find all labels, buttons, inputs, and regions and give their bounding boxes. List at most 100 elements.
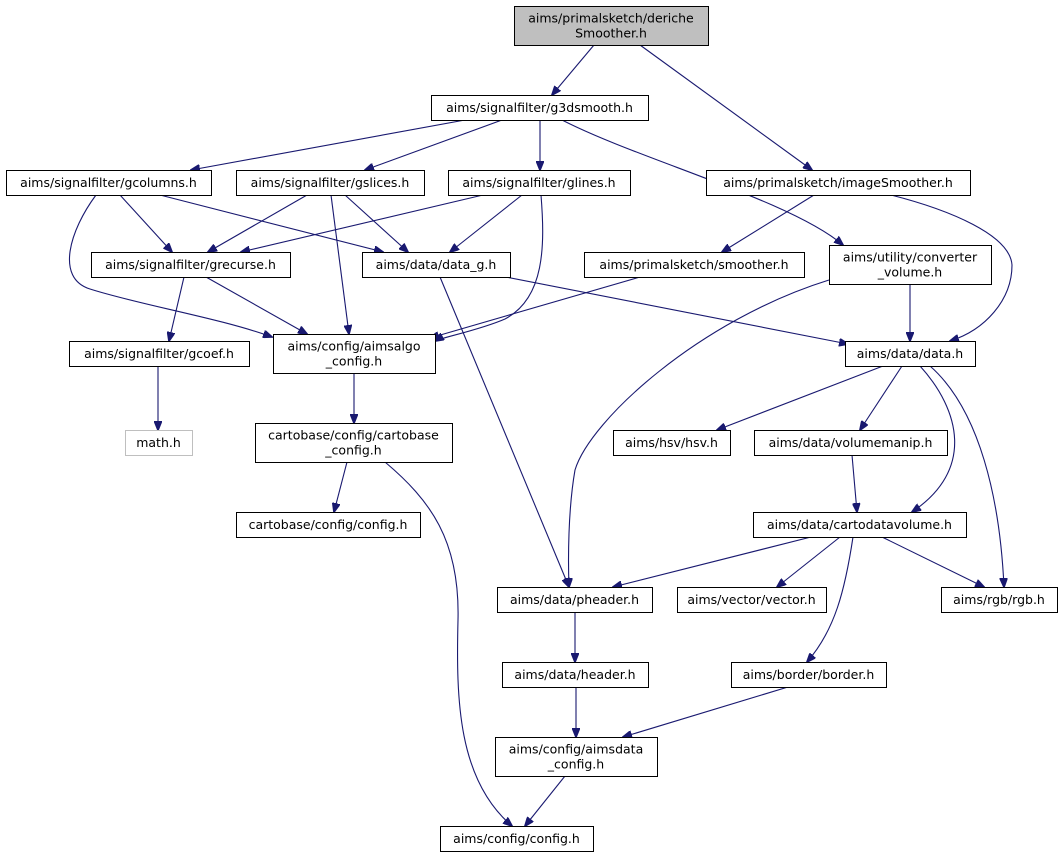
edge-g3dsmooth-to-gcolumns [191, 119, 466, 170]
node-box [6, 170, 212, 196]
node-label: aims/rgb/rgb.h [953, 592, 1045, 607]
edge-deriche-to-imageSmoother [639, 44, 812, 170]
node-label: aims/primalsketch/smoother.h [599, 257, 788, 272]
node-box [431, 95, 649, 121]
node-volumemanip[interactable]: aims/data/volumemanip.h [754, 430, 948, 456]
node-cb_config[interactable]: cartobase/config/config.h [236, 512, 421, 538]
node-label: aims/hsv/hsv.h [625, 435, 718, 450]
node-label: aims/data/volumemanip.h [769, 435, 933, 450]
node-box [440, 826, 594, 852]
node-gcoef[interactable]: aims/signalfilter/gcoef.h [69, 341, 250, 367]
edges-layer [68, 44, 1013, 826]
node-label: aims/border/border.h [743, 667, 875, 682]
node-label: aims/config/config.h [453, 831, 580, 846]
node-config[interactable]: aims/config/config.h [440, 826, 594, 852]
node-box [829, 245, 992, 285]
edge-imageSmoother-to-data [890, 194, 1013, 341]
edge-grecurse-to-gcoef [169, 276, 185, 341]
edge-cartobase_cfg-to-config [384, 461, 512, 826]
node-box [754, 430, 948, 456]
edge-cartodatavolume-to-rgb [881, 536, 984, 587]
node-box [448, 170, 631, 196]
node-box [497, 587, 653, 613]
node-label: aims/signalfilter/gcoef.h [84, 346, 234, 361]
node-grecurse[interactable]: aims/signalfilter/grecurse.h [91, 252, 291, 278]
node-converter[interactable]: aims/utility/converter_volume.h [829, 245, 992, 285]
node-math[interactable]: math.h [125, 430, 193, 456]
node-box [125, 430, 193, 456]
edge-aimsdata-to-config [525, 775, 566, 826]
node-box [706, 170, 971, 196]
edge-gslices-to-data_g [344, 194, 408, 252]
node-label: aims/vector/vector.h [687, 592, 815, 607]
node-label: aims/utility/converter [843, 250, 978, 265]
node-box [69, 341, 250, 367]
node-pheader[interactable]: aims/data/pheader.h [497, 587, 653, 613]
node-rgb[interactable]: aims/rgb/rgb.h [941, 587, 1058, 613]
edge-g3dsmooth-to-gslices [365, 119, 503, 170]
node-box [91, 252, 291, 278]
node-label: _volume.h [877, 265, 942, 280]
node-gcolumns[interactable]: aims/signalfilter/gcolumns.h [6, 170, 212, 196]
node-label: Smoother.h [575, 26, 647, 41]
node-label: aims/signalfilter/glines.h [462, 175, 615, 190]
node-label: _config.h [325, 354, 382, 369]
node-gslices[interactable]: aims/signalfilter/gslices.h [236, 170, 425, 196]
edge-gslices-to-grecurse [208, 194, 308, 252]
edge-gcolumns-to-grecurse [119, 194, 172, 252]
node-smoother[interactable]: aims/primalsketch/smoother.h [584, 252, 805, 278]
node-label: _config.h [324, 443, 381, 458]
node-label: math.h [136, 435, 181, 450]
node-box [753, 512, 967, 538]
node-vector[interactable]: aims/vector/vector.h [677, 587, 827, 613]
node-label: aims/data/data_g.h [376, 257, 497, 272]
edge-volumemanip-to-cartodatavolume [851, 454, 857, 512]
edge-glines-to-data_g [450, 194, 523, 252]
edge-data-to-cartodatavolume [912, 365, 956, 512]
edge-data-to-hsv [717, 365, 884, 430]
node-imageSmoother[interactable]: aims/primalsketch/imageSmoother.h [706, 170, 971, 196]
node-aimsdata[interactable]: aims/config/aimsdata_config.h [495, 737, 658, 777]
node-cartodatavolume[interactable]: aims/data/cartodatavolume.h [753, 512, 967, 538]
edge-grecurse-to-aimsalgo [205, 276, 307, 334]
node-data_g[interactable]: aims/data/data_g.h [362, 252, 511, 278]
node-aimsalgo[interactable]: aims/config/aimsalgo_config.h [273, 334, 436, 374]
node-border[interactable]: aims/border/border.h [731, 662, 887, 688]
node-label: aims/signalfilter/gcolumns.h [20, 175, 197, 190]
node-box [362, 252, 511, 278]
node-label: aims/config/aimsalgo [287, 339, 420, 354]
node-box [236, 512, 421, 538]
edge-deriche-to-g3dsmooth [552, 44, 595, 95]
node-label: aims/data/header.h [514, 667, 635, 682]
node-g3dsmooth[interactable]: aims/signalfilter/g3dsmooth.h [431, 95, 649, 121]
node-box [941, 587, 1058, 613]
node-box [677, 587, 827, 613]
node-label: cartobase/config/cartobase [268, 428, 439, 443]
node-box [495, 737, 658, 777]
node-label: aims/primalsketch/deriche [528, 11, 694, 26]
node-box [584, 252, 805, 278]
edge-data_g-to-pheader [439, 276, 569, 587]
edge-data-to-rgb [929, 365, 1004, 587]
node-glines[interactable]: aims/signalfilter/glines.h [448, 170, 631, 196]
node-label: aims/config/aimsdata [509, 742, 643, 757]
node-header[interactable]: aims/data/header.h [502, 662, 649, 688]
node-box [236, 170, 425, 196]
node-hsv[interactable]: aims/hsv/hsv.h [613, 430, 731, 456]
edge-cartodatavolume-to-border [807, 536, 854, 662]
edge-smoother-to-aimsalgo [430, 276, 641, 338]
node-box [613, 430, 731, 456]
node-box [273, 334, 436, 374]
edge-gcolumns-to-data_g [159, 194, 383, 252]
node-label: aims/signalfilter/gslices.h [251, 175, 410, 190]
node-box [731, 662, 887, 688]
node-cartobase_cfg[interactable]: cartobase/config/cartobase_config.h [255, 423, 453, 463]
node-data[interactable]: aims/data/data.h [845, 341, 976, 367]
node-box [845, 341, 976, 367]
edge-cartobase_cfg-to-cb_config [334, 461, 348, 512]
edge-converter-to-pheader [569, 279, 830, 587]
node-label: _config.h [547, 757, 604, 772]
node-label: aims/primalsketch/imageSmoother.h [723, 175, 953, 190]
